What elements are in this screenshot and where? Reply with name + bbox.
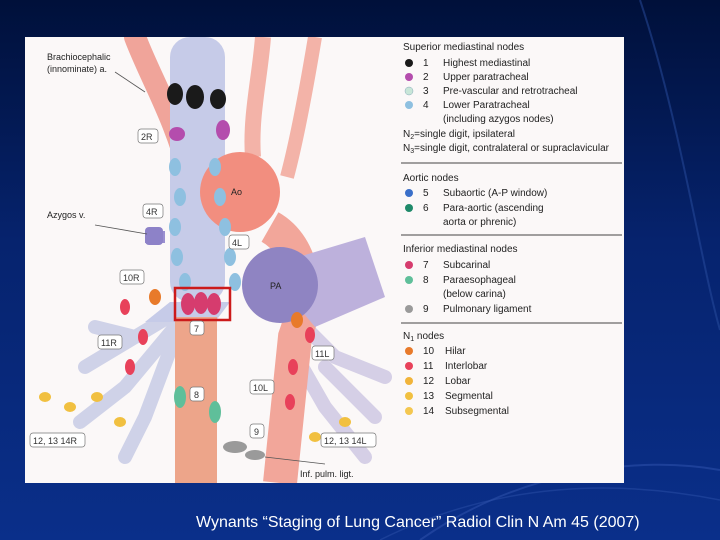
label-azygos: Azygos v. <box>47 210 85 220</box>
tag-12-13-14l: 12, 13 14L <box>324 436 367 446</box>
legend-text-6: Para-aortic (ascending <box>443 203 544 214</box>
station-10-nodes <box>149 289 303 328</box>
legend-title-n1: N1 nodes <box>403 331 444 343</box>
tag-9: 9 <box>254 427 259 437</box>
tag-4l: 4L <box>232 238 242 248</box>
station-2-nodes <box>169 120 230 141</box>
legend-text-8b: (below carina) <box>443 289 506 300</box>
legend-text-4b: (including azygos nodes) <box>443 114 554 125</box>
tag-11l: 11L <box>315 349 329 359</box>
tag-10l: 10L <box>253 383 268 393</box>
label-brachiocephalic: Brachiocephalic <box>47 52 111 62</box>
legend-title-inferior: Inferior mediastinal nodes <box>403 244 518 255</box>
station-1-nodes <box>167 83 226 109</box>
tag-10r: 10R <box>123 273 140 283</box>
legend-text-4: Lower Paratracheal <box>443 100 530 111</box>
legend-text-2: Upper paratracheal <box>443 72 529 83</box>
station-8-nodes <box>174 386 221 423</box>
legend-title-aortic: Aortic nodes <box>403 173 459 184</box>
legend-n3-note: N3=single digit, contralateral or suprac… <box>403 143 610 155</box>
station-9-nodes <box>223 441 265 460</box>
legend-text-1: Highest mediastinal <box>443 58 530 69</box>
tag-11r: 11R <box>101 338 117 348</box>
legend-num-10: 10 <box>423 346 435 357</box>
label-ao: Ao <box>231 187 242 197</box>
label-pa: PA <box>270 281 281 291</box>
left-carotid-artery <box>244 37 271 158</box>
legend-text-10: Hilar <box>445 346 466 357</box>
legend-num-3: 3 <box>423 86 429 97</box>
tag-4r: 4R <box>146 207 158 217</box>
label-innominate: (innominate) a. <box>47 64 107 74</box>
legend-num-13: 13 <box>423 391 435 402</box>
legend-num-14: 14 <box>423 406 435 417</box>
legend-num-2: 2 <box>423 72 429 83</box>
figure-panel: Ao PA <box>25 37 624 483</box>
legend-num-7: 7 <box>423 260 429 271</box>
legend-num-9: 9 <box>423 304 429 315</box>
node-tags: 2R 4R 4L 10R 11R 7 8 9 10L 11L 12, 13 14… <box>29 128 377 448</box>
lymph-node-diagram: Ao PA <box>25 37 624 483</box>
legend-text-9: Pulmonary ligament <box>443 304 532 315</box>
subcarinal-highlight-box <box>173 286 232 322</box>
legend-text-5: Subaortic (A-P window) <box>443 188 547 199</box>
pulmonary-artery <box>242 247 318 323</box>
legend-n2-note: N2=single digit, ipsilateral <box>403 129 515 141</box>
station-11-nodes <box>120 299 315 410</box>
label-inf-pulm-ligt: Inf. pulm. ligt. <box>300 469 354 479</box>
tag-8: 8 <box>194 390 199 400</box>
leader-lines <box>94 71 326 465</box>
legend-text-13: Segmental <box>445 391 493 402</box>
tag-2r: 2R <box>141 132 153 142</box>
legend-text-6b: aorta or phrenic) <box>443 217 516 228</box>
aortic-arch <box>200 152 280 232</box>
legend-num-11: 11 <box>423 361 434 372</box>
tag-12-13-14r: 12, 13 14R <box>33 436 78 446</box>
station-7-nodes <box>181 292 221 315</box>
legend-num-4: 4 <box>423 100 429 111</box>
legend-text-12: Lobar <box>445 376 471 387</box>
legend-num-12: 12 <box>423 376 435 387</box>
legend: Superior mediastinal nodes 1 Highest medi… <box>401 42 622 417</box>
tag-7: 7 <box>194 324 199 334</box>
legend-num-6: 6 <box>423 203 429 214</box>
legend-text-11: Interlobar <box>445 361 488 372</box>
citation-caption: Wynants “Staging of Lung Cancer” Radiol … <box>196 514 640 531</box>
legend-text-14: Subsegmental <box>445 406 509 417</box>
legend-num-8: 8 <box>423 275 429 286</box>
legend-text-7: Subcarinal <box>443 260 490 271</box>
legend-title-superior: Superior mediastinal nodes <box>403 42 524 53</box>
station-4-nodes <box>169 158 241 291</box>
legend-text-3: Pre-vascular and retrotracheal <box>443 86 578 97</box>
legend-text-8: Paraesophageal <box>443 275 516 286</box>
legend-num-5: 5 <box>423 188 429 199</box>
left-subclavian-artery <box>280 37 322 179</box>
legend-num-1: 1 <box>423 58 429 69</box>
